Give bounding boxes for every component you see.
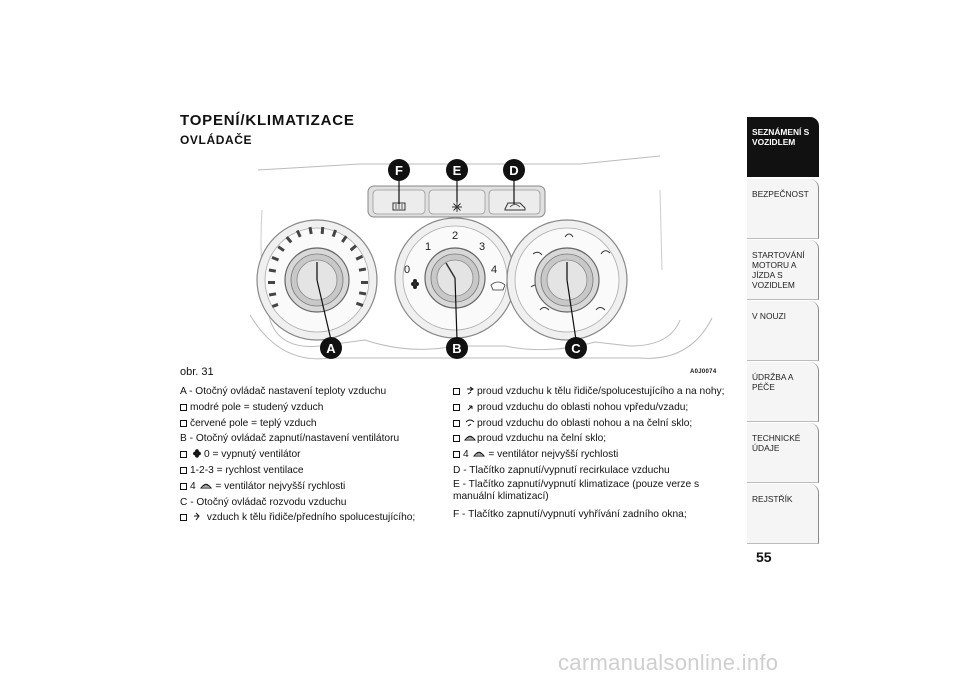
callout-D: D xyxy=(503,159,525,181)
bullet-square-icon xyxy=(180,466,187,474)
page-title: TOPENÍ/KLIMATIZACE xyxy=(180,112,355,129)
bullet-square-icon xyxy=(453,419,460,427)
item-c-title: C - Otočný ovládač rozvodu vzduchu xyxy=(180,496,347,508)
figure-caption: obr. 31 xyxy=(180,366,214,378)
item-c-1: vzduch k tělu řidiče/předního spolucestu… xyxy=(180,510,438,526)
bullet-square-icon xyxy=(180,451,187,459)
svg-text:C: C xyxy=(571,341,581,356)
tab-rejstrik[interactable]: REJSTŘÍK xyxy=(747,484,819,544)
item-d: D - Tlačítko zapnutí/vypnutí recirkulace… xyxy=(453,464,670,476)
item-b-title: B - Otočný ovládač zapnutí/nastavení ven… xyxy=(180,433,400,445)
item-f: F - Tlačítko zapnutí/vypnutí vyhřívání z… xyxy=(453,508,687,520)
bullet-square-icon xyxy=(180,419,187,427)
tab-startovani-motoru[interactable]: STARTOVÁNÍ MOTORU A JÍZDA S VOZIDLEM xyxy=(747,240,819,300)
item-b-4: 4 = ventilátor nejvyšší rychlosti xyxy=(180,479,438,495)
svg-text:F: F xyxy=(395,163,403,178)
item-a-blue: modré pole = studený vzduch xyxy=(180,400,438,416)
windscreen-icon xyxy=(464,433,476,442)
fan-label-3: 3 xyxy=(479,241,485,253)
tab-v-nouzi[interactable]: V NOUZI xyxy=(747,301,819,361)
tab-seznameni-s-vozidlem[interactable]: SEZNÁMENÍ S VOZIDLEM xyxy=(747,117,819,177)
item-c-3: proud vzduchu do oblasti nohou vpředu/vz… xyxy=(453,400,725,416)
vent-body-feet-icon xyxy=(464,386,476,395)
watermark: carmanualsonline.info xyxy=(558,650,779,675)
vent-feet-windscreen-icon xyxy=(464,418,476,427)
bullet-square-icon xyxy=(180,514,187,522)
svg-text:A: A xyxy=(326,341,336,356)
item-c-5: proud vzduchu na čelní sklo; xyxy=(453,431,725,447)
bullet-square-icon xyxy=(453,451,460,459)
fan-label-0: 0 xyxy=(404,264,410,276)
bullet-square-icon xyxy=(180,403,187,411)
svg-text:E: E xyxy=(453,163,462,178)
callout-B: B xyxy=(446,337,468,359)
windscreen-demist-icon xyxy=(490,281,506,291)
tab-udrzba-a-pece[interactable]: ÚDRŽBA A PÉČE xyxy=(747,362,819,422)
svg-text:B: B xyxy=(452,341,461,356)
item-c-6: 4 = ventilátor nejvyšší rychlosti xyxy=(453,447,725,463)
vent-feet-icon xyxy=(464,402,476,411)
item-b-0: 0 = vypnutý ventilátor xyxy=(180,447,438,463)
climate-control-illustration: 1 2 3 0 4 F E D xyxy=(250,155,713,360)
page-number: 55 xyxy=(756,549,772,565)
item-c-4: proud vzduchu do oblasti nohou a na čeln… xyxy=(453,416,725,432)
fan-icon xyxy=(191,449,203,458)
windscreen-icon xyxy=(199,481,212,490)
callout-C: C xyxy=(565,337,587,359)
item-e: E - Tlačítko zapnutí/vypnutí klimatizace… xyxy=(453,478,700,502)
windscreen-icon xyxy=(472,449,485,458)
item-a-title: A - Otočný ovládač nastavení teploty vzd… xyxy=(180,386,387,397)
bullet-square-icon xyxy=(453,435,460,443)
svg-text:D: D xyxy=(509,163,518,178)
bullet-square-icon xyxy=(453,388,460,395)
callout-A: A xyxy=(320,337,342,359)
callout-F: F xyxy=(388,159,410,181)
bullet-square-icon xyxy=(180,482,187,490)
vent-body-icon xyxy=(191,512,203,521)
bullet-square-icon xyxy=(453,403,460,411)
ac-snowflake-icon xyxy=(452,202,462,212)
fan-label-2: 2 xyxy=(452,230,458,242)
item-c-2: proud vzduchu k tělu řidiče/spolucestují… xyxy=(453,384,725,400)
tab-bezpecnost[interactable]: BEZPEČNOST xyxy=(747,179,819,239)
figure-code: A0J0074 xyxy=(690,369,717,375)
recirculation-icon xyxy=(504,202,526,211)
fan-symbol-icon xyxy=(411,279,419,289)
item-a-red: červené pole = teplý vzduch xyxy=(180,416,438,432)
chapter-tabs: SEZNÁMENÍ S VOZIDLEM BEZPEČNOST STARTOVÁ… xyxy=(747,117,819,545)
fan-label-4: 4 xyxy=(491,264,497,276)
left-text-column: A - Otočný ovládač nastavení teploty vzd… xyxy=(180,384,438,526)
callout-E: E xyxy=(446,159,468,181)
right-text-column: proud vzduchu k tělu řidiče/spolucestují… xyxy=(453,384,725,523)
section-title: OVLÁDAČE xyxy=(180,133,253,147)
item-b-123: 1-2-3 = rychlost ventilace xyxy=(180,463,438,479)
tab-technicke-udaje[interactable]: TECHNICKÉ ÚDAJE xyxy=(747,423,819,483)
fan-label-1: 1 xyxy=(425,241,431,253)
